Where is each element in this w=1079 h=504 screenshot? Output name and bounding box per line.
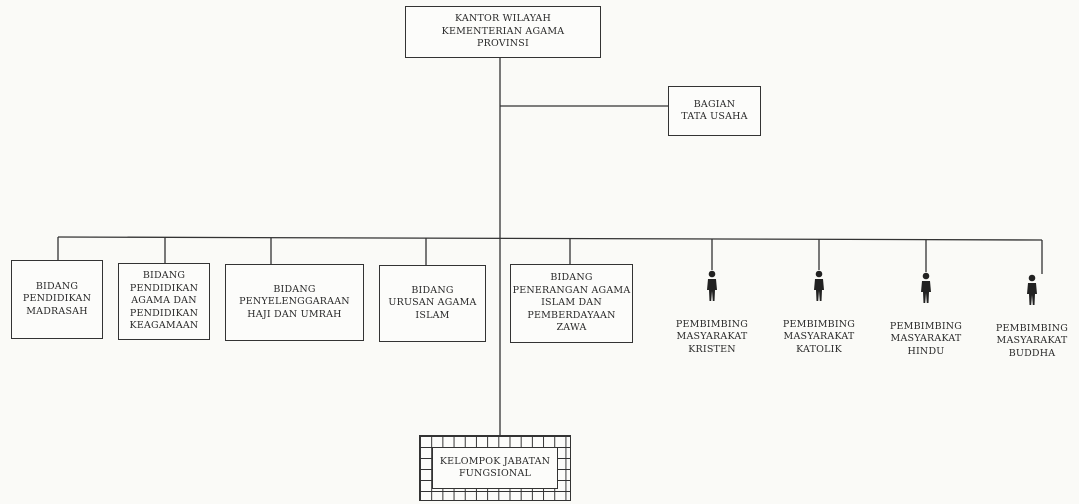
distribution-bar [57, 236, 1043, 241]
pembimbing-label: PEMBIMBING MASYARAKAT BUDDHA [995, 322, 1069, 359]
bidang-label: BIDANG PENDIDIKAN AGAMA DAN PENDIDIKAN K… [129, 270, 199, 332]
person-icon [1027, 274, 1037, 305]
bidang-label: BIDANG PENERANGAN AGAMA ISLAM DAN PEMBER… [512, 272, 631, 334]
bidang-box: BIDANG PENDIDIKAN MADRASAH [11, 260, 103, 339]
pembimbing-item: PEMBIMBING MASYARAKAT HINDU [876, 272, 976, 358]
bidang-label: BIDANG PENDIDIKAN MADRASAH [22, 280, 92, 317]
bidang-label: BIDANG PENYELENGGARAAN HAJI DAN UMRAH [239, 283, 350, 320]
head-office-label: KANTOR WILAYAH KEMENTERIAN AGAMA PROVINS… [441, 13, 565, 50]
person-icon [707, 270, 717, 301]
head-office-box: KANTOR WILAYAH KEMENTERIAN AGAMA PROVINS… [405, 6, 601, 58]
person-icon [921, 272, 931, 303]
bidang-label: BIDANG URUSAN AGAMA ISLAM [388, 284, 477, 321]
pembimbing-item: PEMBIMBING MASYARAKAT BUDDHA [982, 274, 1079, 360]
fungsional-label: KELOMPOK JABATAN FUNGSIONAL [439, 455, 551, 480]
bidang-box: BIDANG URUSAN AGAMA ISLAM [379, 265, 486, 342]
bidang-box: BIDANG PENYELENGGARAAN HAJI DAN UMRAH [225, 264, 364, 341]
bidang-box: BIDANG PENDIDIKAN AGAMA DAN PENDIDIKAN K… [118, 263, 210, 340]
pembimbing-label: PEMBIMBING MASYARAKAT KATOLIK [782, 318, 856, 355]
tata-usaha-label: BAGIAN TATA USAHA [681, 98, 748, 123]
pembimbing-label: PEMBIMBING MASYARAKAT HINDU [889, 320, 963, 357]
pembimbing-item: PEMBIMBING MASYARAKAT KRISTEN [662, 270, 762, 356]
pembimbing-label: PEMBIMBING MASYARAKAT KRISTEN [675, 318, 749, 355]
bidang-box: BIDANG PENERANGAN AGAMA ISLAM DAN PEMBER… [510, 264, 633, 343]
person-icon [814, 270, 824, 301]
tata-usaha-box: BAGIAN TATA USAHA [668, 86, 761, 136]
fungsional-label-box: KELOMPOK JABATAN FUNGSIONAL [432, 447, 558, 489]
fungsional-grid-box: KELOMPOK JABATAN FUNGSIONAL [419, 435, 571, 501]
pembimbing-item: PEMBIMBING MASYARAKAT KATOLIK [769, 270, 869, 356]
